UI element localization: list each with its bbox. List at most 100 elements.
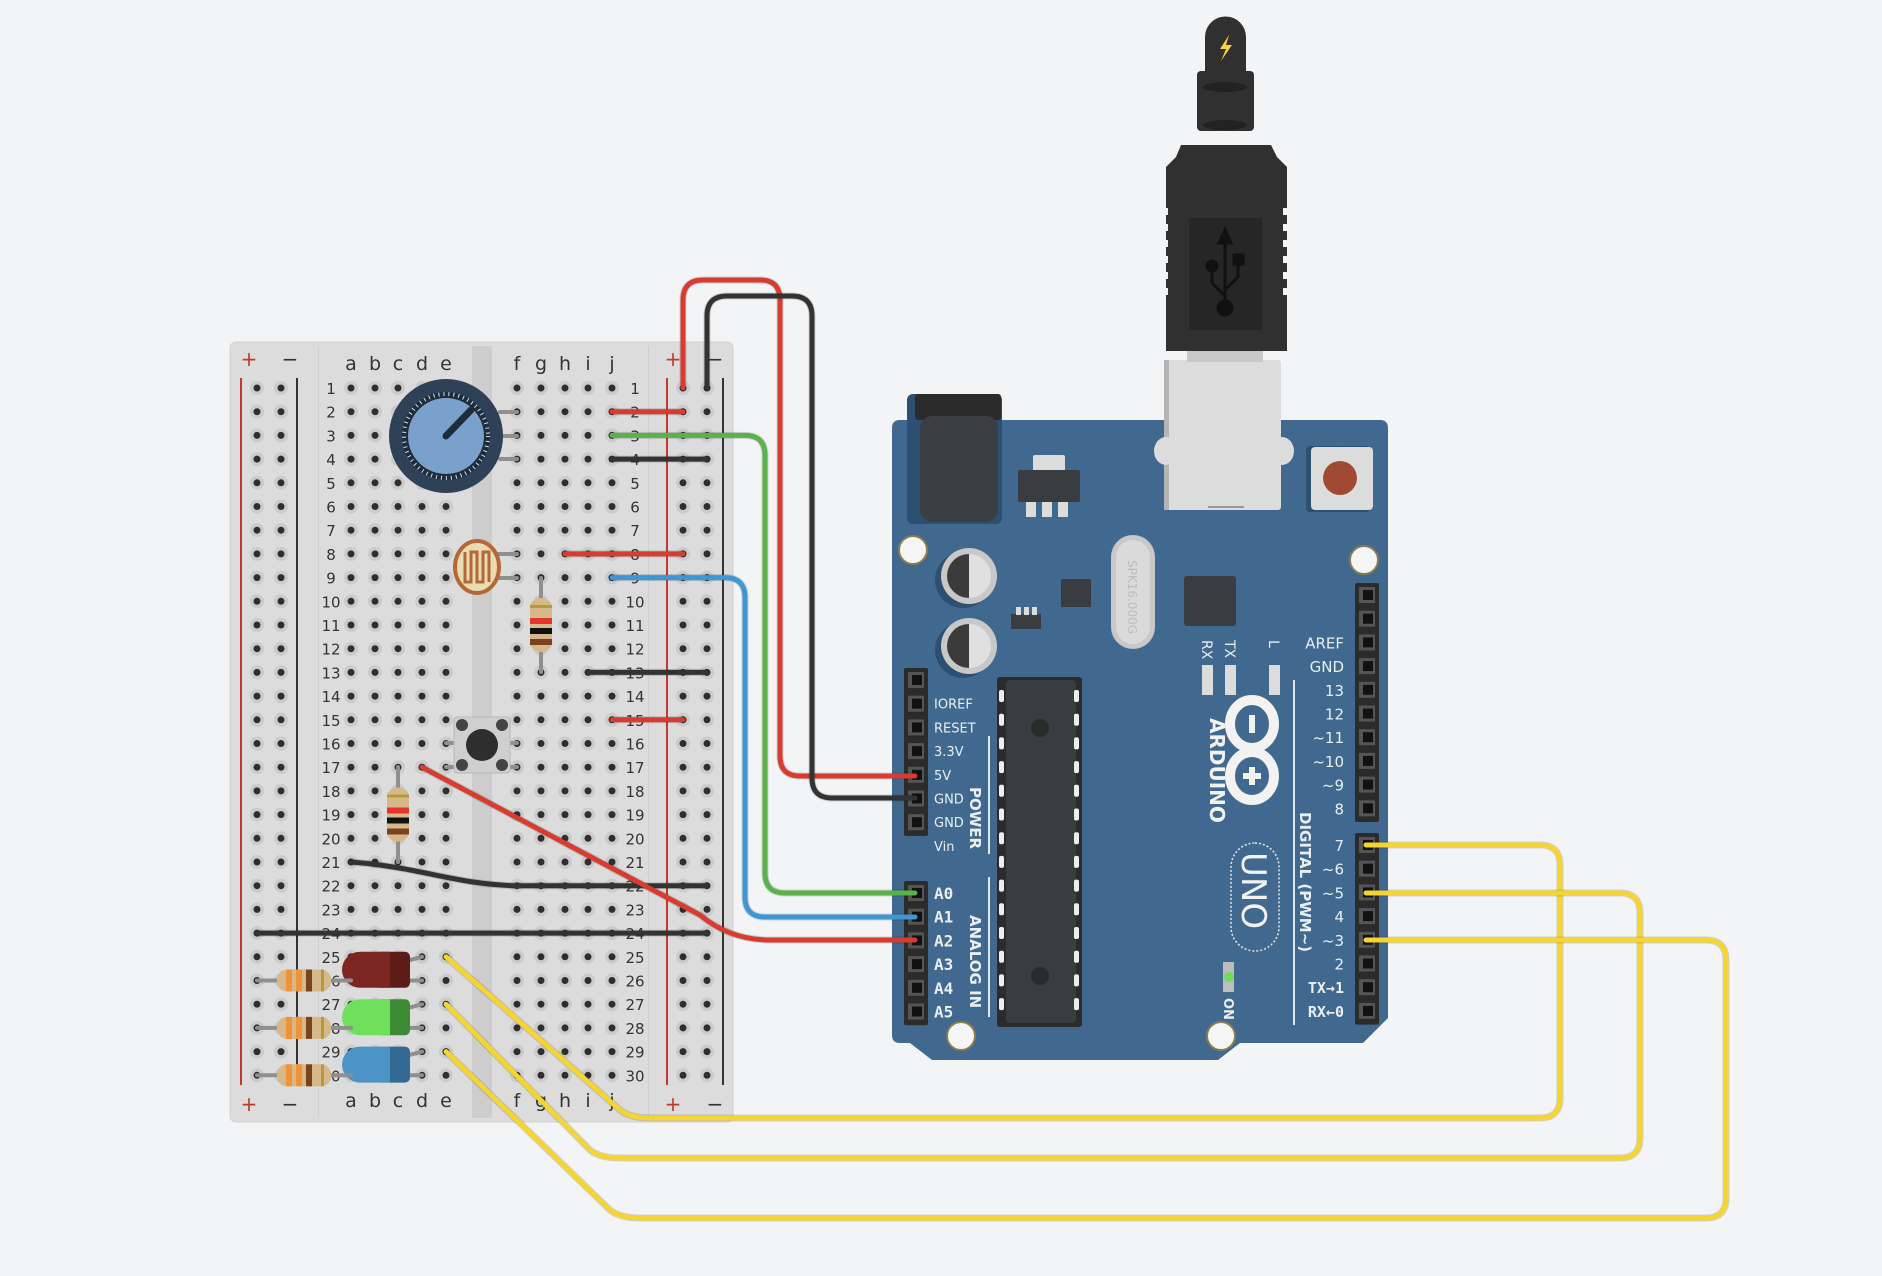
hole[interactable] — [277, 882, 285, 890]
hole[interactable] — [277, 692, 285, 700]
hole[interactable] — [371, 431, 379, 439]
hole[interactable] — [277, 503, 285, 510]
hole[interactable] — [442, 692, 450, 700]
hole[interactable] — [561, 384, 569, 392]
hole[interactable] — [277, 905, 285, 913]
hole[interactable] — [371, 763, 379, 771]
hole[interactable] — [371, 479, 379, 487]
pushbutton-cap[interactable] — [466, 729, 498, 761]
hole[interactable] — [347, 550, 355, 558]
hole[interactable] — [703, 645, 711, 653]
hole[interactable] — [561, 597, 569, 605]
hole[interactable] — [442, 858, 450, 866]
hole[interactable] — [442, 645, 450, 653]
hole[interactable] — [703, 692, 711, 700]
wire-d3[interactable] — [443, 937, 1729, 1221]
hole[interactable] — [513, 1024, 521, 1032]
hole[interactable] — [561, 668, 569, 676]
hole[interactable] — [394, 479, 402, 487]
hole[interactable] — [277, 574, 285, 582]
hole[interactable] — [277, 811, 285, 819]
hole[interactable] — [679, 763, 687, 771]
hole[interactable] — [371, 905, 379, 913]
hole[interactable] — [513, 977, 521, 984]
header-pin-hole[interactable] — [1363, 958, 1373, 969]
hole[interactable] — [418, 597, 426, 605]
hole[interactable] — [584, 479, 592, 487]
hole[interactable] — [277, 1048, 285, 1056]
hole[interactable] — [513, 716, 521, 724]
hole[interactable] — [418, 905, 426, 913]
hole[interactable] — [253, 740, 261, 747]
hole[interactable] — [679, 811, 687, 819]
hole[interactable] — [277, 431, 285, 439]
hole[interactable] — [584, 953, 592, 961]
hole[interactable] — [347, 834, 355, 842]
hole[interactable] — [347, 882, 355, 890]
hole[interactable] — [394, 692, 402, 700]
hole[interactable] — [253, 763, 261, 771]
hole[interactable] — [513, 834, 521, 842]
hole[interactable] — [679, 597, 687, 605]
hole[interactable] — [277, 621, 285, 629]
hole[interactable] — [442, 503, 450, 510]
hole[interactable] — [253, 1000, 261, 1008]
hole[interactable] — [584, 455, 592, 463]
hole[interactable] — [442, 834, 450, 842]
hole[interactable] — [513, 692, 521, 700]
header-pin-hole[interactable] — [912, 982, 922, 993]
hole[interactable] — [703, 763, 711, 771]
hole[interactable] — [608, 384, 616, 392]
hole[interactable] — [513, 1048, 521, 1056]
hole[interactable] — [513, 597, 521, 605]
header-pin-hole[interactable] — [912, 1006, 922, 1017]
hole[interactable] — [561, 953, 569, 961]
hole[interactable] — [584, 692, 592, 700]
hole[interactable] — [418, 740, 426, 747]
hole[interactable] — [277, 740, 285, 747]
hole[interactable] — [253, 384, 261, 392]
hole[interactable] — [703, 1048, 711, 1056]
hole[interactable] — [277, 455, 285, 463]
hole[interactable] — [584, 858, 592, 866]
hole[interactable] — [371, 811, 379, 819]
hole[interactable] — [371, 455, 379, 463]
header-pin-hole[interactable] — [912, 746, 922, 757]
hole[interactable] — [703, 550, 711, 558]
wire-a2[interactable] — [419, 764, 918, 943]
hole[interactable] — [371, 384, 379, 392]
hole[interactable] — [584, 716, 592, 724]
hole[interactable] — [561, 431, 569, 439]
hole[interactable] — [277, 763, 285, 771]
hole[interactable] — [371, 668, 379, 676]
hole[interactable] — [608, 1000, 616, 1008]
hole[interactable] — [584, 1024, 592, 1032]
hole[interactable] — [253, 408, 261, 416]
hole[interactable] — [584, 787, 592, 795]
hole[interactable] — [703, 787, 711, 795]
hole[interactable] — [537, 716, 545, 724]
hole[interactable] — [584, 384, 592, 392]
hole[interactable] — [608, 621, 616, 629]
hole[interactable] — [371, 621, 379, 629]
hole[interactable] — [537, 763, 545, 771]
hole[interactable] — [418, 811, 426, 819]
hole[interactable] — [561, 479, 569, 487]
hole[interactable] — [608, 740, 616, 747]
hole[interactable] — [513, 858, 521, 866]
hole[interactable] — [608, 953, 616, 961]
hole[interactable] — [608, 1048, 616, 1056]
header-pin-hole[interactable] — [1363, 708, 1373, 719]
hole[interactable] — [513, 479, 521, 487]
hole[interactable] — [347, 787, 355, 795]
hole[interactable] — [277, 384, 285, 392]
hole[interactable] — [608, 834, 616, 842]
hole[interactable] — [703, 953, 711, 961]
hole[interactable] — [253, 621, 261, 629]
hole[interactable] — [703, 977, 711, 984]
hole[interactable] — [561, 503, 569, 510]
hole[interactable] — [253, 479, 261, 487]
hole[interactable] — [679, 858, 687, 866]
hole[interactable] — [537, 384, 545, 392]
hole[interactable] — [418, 882, 426, 890]
